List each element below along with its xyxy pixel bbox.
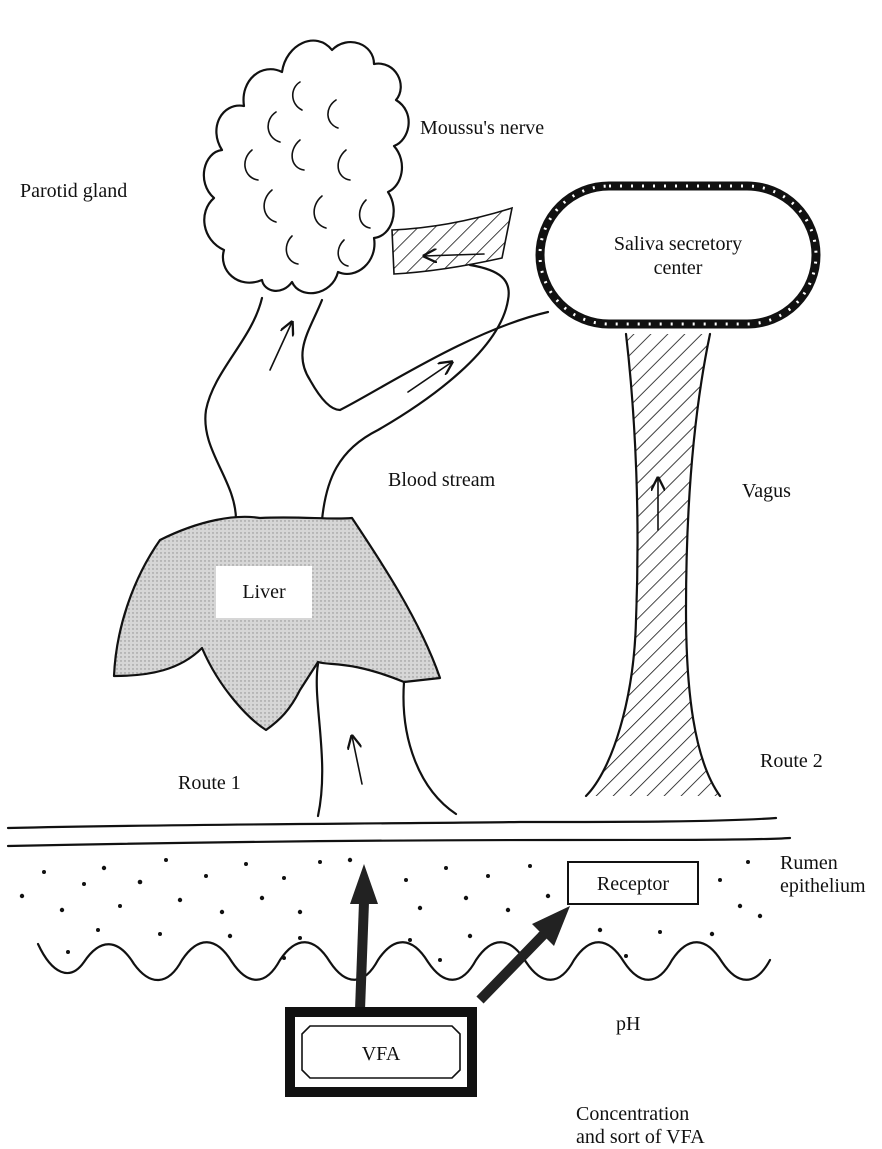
saliva-center-label-line2: center [654, 257, 703, 279]
parotid-gland-label: Parotid gland [20, 180, 127, 202]
vagus-label: Vagus [742, 480, 791, 502]
blood-stream-label: Blood stream [388, 469, 496, 491]
vfa-arrow-receptor [480, 906, 570, 1000]
receptor-label: Receptor [597, 873, 670, 895]
liver-shape [114, 517, 440, 730]
moussu-nerve-label: Moussu's nerve [420, 117, 544, 139]
saliva-center-label-line1: Saliva secretory [614, 233, 742, 255]
route1-vessel [317, 664, 456, 816]
parotid-gland-shape [204, 41, 409, 294]
route1-label: Route 1 [178, 772, 241, 794]
rumen-boundary [8, 818, 790, 846]
saliva-center-shape [540, 186, 816, 324]
concentration-label-line1: Concentration [576, 1103, 689, 1125]
route2-label: Route 2 [760, 750, 823, 772]
vfa-label: VFA [362, 1043, 401, 1065]
liver-label: Liver [242, 581, 286, 603]
ph-label: pH [616, 1013, 640, 1035]
vfa-arrow-up [350, 864, 378, 1010]
blood-stream-vessel [205, 265, 548, 520]
rumen-epithelium-label-line2: epithelium [780, 875, 866, 897]
rumen-epithelium-label-line1: Rumen [780, 852, 838, 874]
vagus-nerve [586, 334, 720, 796]
concentration-label-line2: and sort of VFA [576, 1126, 705, 1148]
rumen-wavy-surface [38, 942, 770, 980]
moussu-nerve-hatch [392, 208, 512, 274]
